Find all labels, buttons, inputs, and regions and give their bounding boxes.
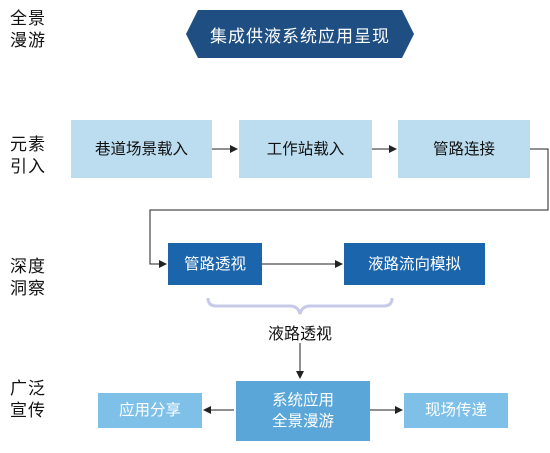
arrow-pipe-to-perspective	[149, 148, 549, 268]
box-tunnel-scene-load: 巷道场景载入	[71, 120, 212, 178]
row-label-panorama: 全景 漫游	[10, 9, 46, 51]
box-pipe-connect: 管路连接	[398, 120, 530, 178]
title-hexagon	[186, 10, 414, 58]
box-label: 系统应用 全景漫游	[271, 391, 334, 430]
brace	[206, 297, 394, 315]
row-label-element-import: 元素 引入	[10, 135, 46, 177]
box-label: 巷道场景载入	[94, 139, 188, 158]
box-system-panorama: 系统应用 全景漫游	[236, 381, 370, 441]
box-workstation-load: 工作站载入	[239, 120, 372, 178]
box-label: 应用分享	[118, 401, 181, 419]
box-site-transfer: 现场传递	[404, 393, 508, 428]
box-label: 现场传递	[424, 401, 487, 419]
box-label: 管路连接	[432, 139, 495, 158]
box-app-share: 应用分享	[98, 393, 202, 428]
box-pipe-perspective: 管路透视	[168, 243, 262, 285]
diagram-title: 集成供液系统应用呈现	[210, 26, 390, 47]
row-label-deep-insight: 深度 洞察	[10, 257, 46, 299]
box-label: 管路透视	[183, 254, 246, 273]
box-label: 液路流向模拟	[367, 254, 461, 273]
box-label: 工作站载入	[266, 139, 345, 158]
box-flow-simulation: 液路流向模拟	[344, 243, 485, 285]
brace-caption: 液路透视	[267, 324, 332, 343]
row-label-promotion: 广泛 宣传	[10, 379, 46, 421]
